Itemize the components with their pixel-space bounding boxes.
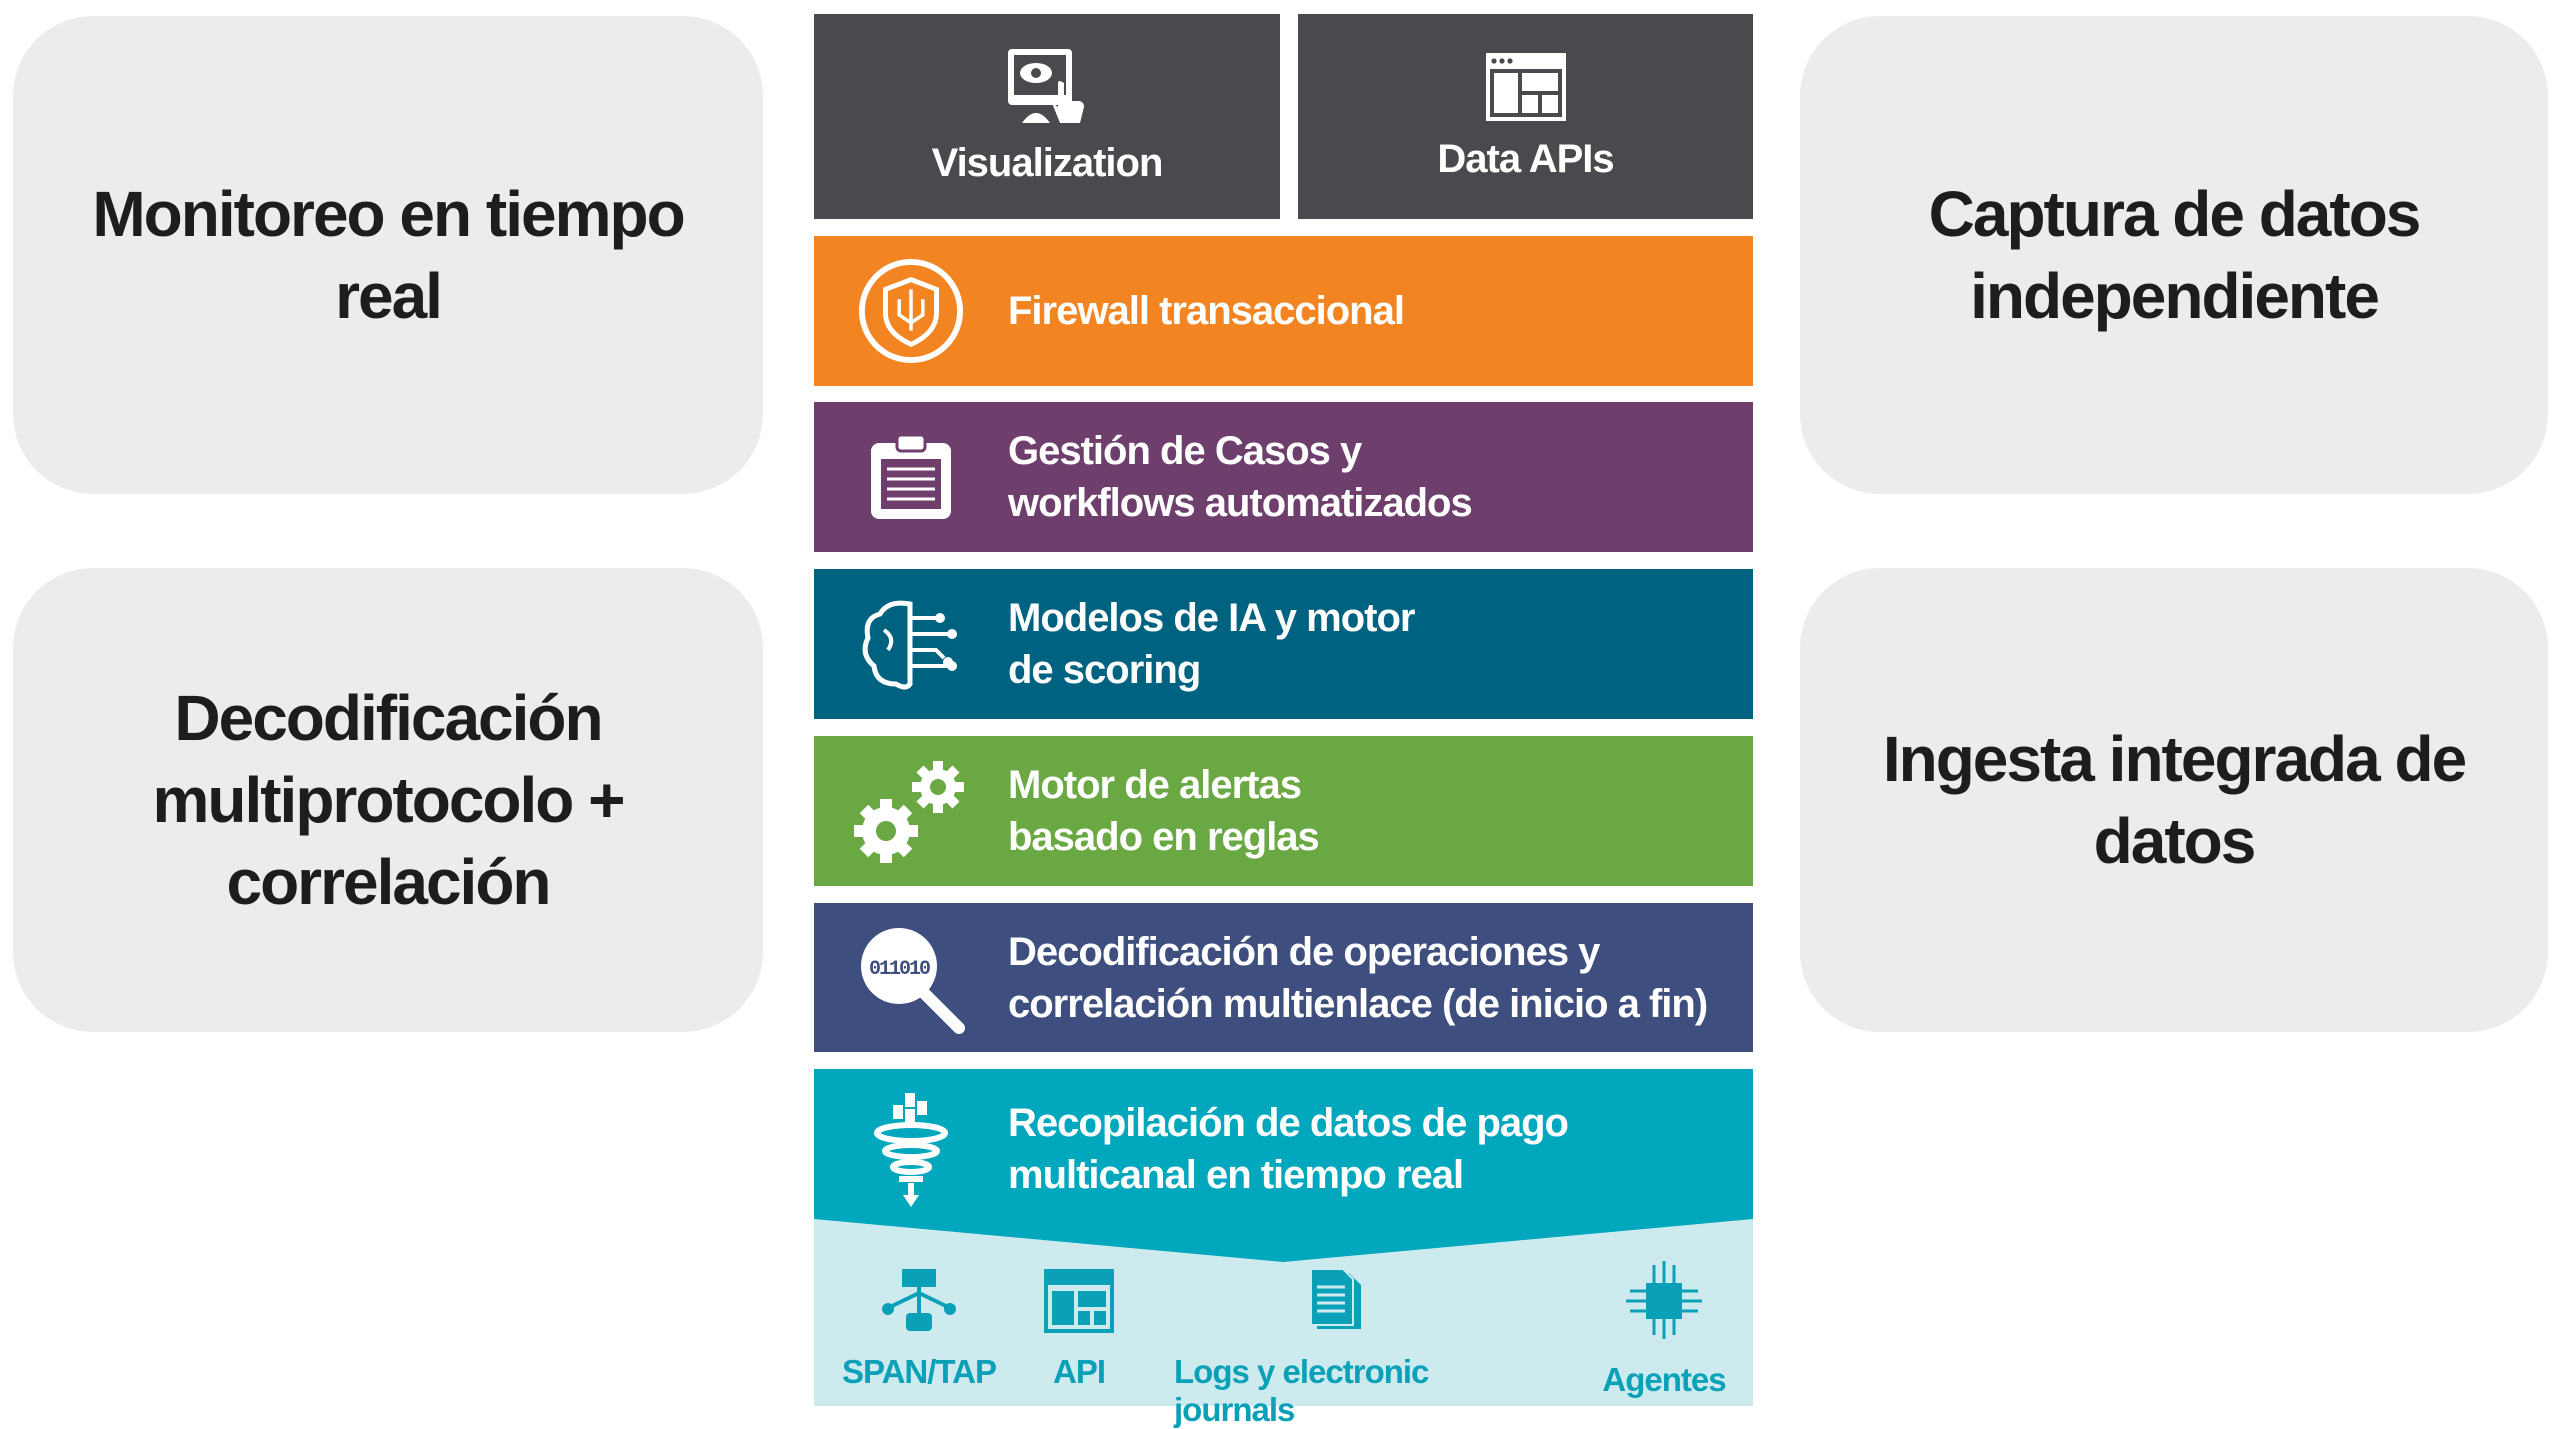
layer-title-line2: workflows automatizados bbox=[1008, 481, 1473, 525]
shield-circuit-icon bbox=[858, 258, 964, 364]
layer-title-line1: Gestión de Casos y bbox=[1008, 429, 1362, 473]
source-agents: Agentes bbox=[1594, 1259, 1734, 1399]
source-label: API bbox=[1052, 1353, 1106, 1390]
tile-visualization: Visualization bbox=[814, 14, 1280, 219]
feature-label: Decodificación multiprotocolo + correlac… bbox=[152, 682, 625, 918]
feature-box-multiprotocol-decoding: Decodificación multiprotocolo + correlac… bbox=[13, 568, 763, 1032]
monitor-eye-touch-icon bbox=[1008, 49, 1084, 123]
binary-magnifier-icon: 011010 bbox=[861, 927, 965, 1034]
documents-icon bbox=[1310, 1269, 1361, 1329]
layer-alert-engine: Motor de alertas basado en reglas bbox=[814, 736, 1753, 886]
brain-circuit-icon bbox=[862, 600, 957, 690]
feature-label: Ingesta integrada de datos bbox=[1882, 723, 2467, 877]
layer-ai-models: Modelos de IA y motor de scoring bbox=[814, 569, 1753, 719]
layer-title-line1: Decodificación de operaciones y bbox=[1008, 929, 1600, 974]
feature-box-integrated-ingestion: Ingesta integrada de datos bbox=[1800, 568, 2548, 1032]
svg-text:011010: 011010 bbox=[869, 958, 930, 981]
layer-title-line1: Motor de alertas bbox=[1008, 763, 1302, 807]
tile-label: Visualization bbox=[931, 141, 1164, 185]
layer-title-line1: Recopilación de datos de pago bbox=[1008, 1101, 1569, 1145]
feature-box-independent-capture: Captura de datos independiente bbox=[1800, 16, 2548, 494]
source-label: Logs y electronic journals bbox=[1174, 1353, 1429, 1428]
api-window-icon bbox=[1044, 1269, 1114, 1333]
source-api: API bbox=[1029, 1269, 1129, 1391]
source-logs: Logs y electronic journals bbox=[1174, 1269, 1504, 1429]
layer-title-line2: multicanal en tiempo real bbox=[1008, 1153, 1464, 1197]
tile-data-apis: Data APIs bbox=[1298, 14, 1753, 219]
source-label: Agentes bbox=[1602, 1361, 1726, 1398]
gears-icon bbox=[854, 761, 964, 863]
source-label: SPAN/TAP bbox=[842, 1353, 997, 1390]
browser-window-icon bbox=[1485, 53, 1566, 121]
feature-label: Captura de datos independiente bbox=[1928, 178, 2422, 332]
layer-title-line1: Modelos de IA y motor bbox=[1008, 596, 1415, 640]
chip-icon bbox=[1626, 1261, 1702, 1339]
layer-data-collection: Recopilación de datos de pago multicanal … bbox=[814, 1069, 1753, 1229]
feature-box-real-time-monitoring: Monitoreo en tiempo real bbox=[13, 16, 763, 494]
layer-title-line2: de scoring bbox=[1008, 648, 1201, 692]
layer-case-management: Gestión de Casos y workflows automatizado… bbox=[814, 402, 1753, 552]
feature-label: Monitoreo en tiempo real bbox=[92, 178, 685, 332]
clipboard-icon bbox=[871, 433, 951, 519]
tile-label: Data APIs bbox=[1437, 137, 1614, 181]
layer-title-line2: correlación multienlace (de inicio a fin… bbox=[1008, 981, 1708, 1026]
layer-title: Firewall transaccional bbox=[1008, 289, 1405, 333]
layer-firewall: Firewall transaccional bbox=[814, 236, 1753, 386]
layer-decoding-correlation: 011010 Decodificación de operaciones y co… bbox=[814, 903, 1753, 1052]
data-collection-section: Recopilación de datos de pago multicanal … bbox=[814, 1069, 1753, 1428]
source-span-tap: SPAN/TAP bbox=[842, 1269, 997, 1391]
network-tap-icon bbox=[882, 1269, 956, 1331]
data-funnel-icon bbox=[874, 1093, 948, 1207]
layer-title-line2: basado en reglas bbox=[1008, 815, 1320, 859]
